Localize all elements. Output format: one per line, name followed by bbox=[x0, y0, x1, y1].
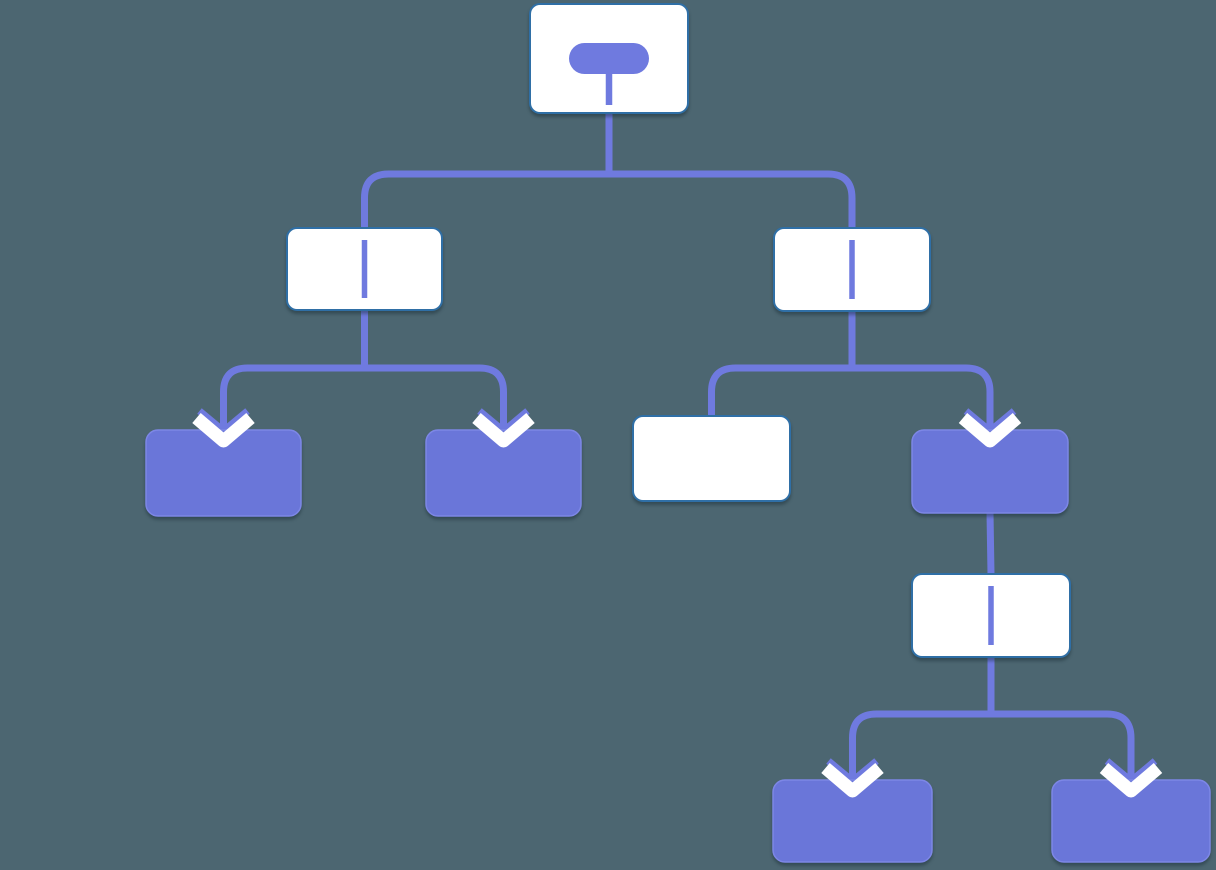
edge-node-right-purple-branch-bottom bbox=[986, 512, 995, 575]
tree-node-branch-bottom[interactable] bbox=[911, 573, 1071, 658]
node-body[interactable] bbox=[425, 429, 582, 517]
edge-branch-left-leaf-left-1 bbox=[220, 364, 365, 432]
arrow-chevron-white-icon bbox=[958, 413, 1022, 448]
divider-line-icon bbox=[988, 586, 994, 645]
tree-node-branch-left[interactable] bbox=[286, 227, 443, 311]
edge-branch-bottom-leaf-bottom-1 bbox=[849, 710, 991, 782]
edge-branch-bottom-leaf-bottom-2 bbox=[991, 710, 1135, 782]
node-body[interactable] bbox=[1051, 779, 1211, 863]
divider-line-icon bbox=[849, 240, 855, 299]
tree-node-leaf-left-2[interactable] bbox=[425, 429, 582, 517]
arrow-chevron-white-icon bbox=[821, 763, 884, 798]
tree-node-leaf-right-white[interactable] bbox=[632, 415, 791, 502]
root-pill-icon bbox=[569, 43, 649, 74]
node-body[interactable] bbox=[911, 429, 1069, 514]
node-body[interactable] bbox=[145, 429, 302, 517]
divider-line-icon bbox=[361, 240, 368, 298]
arrow-chevron-white-icon bbox=[192, 413, 255, 448]
tree-nodes bbox=[145, 3, 1211, 863]
edge-root-branch-right bbox=[609, 170, 856, 229]
node-body[interactable] bbox=[772, 779, 933, 863]
node-body[interactable] bbox=[632, 415, 791, 502]
arrow-chevron-white-icon bbox=[1099, 763, 1163, 798]
root-pill-stem-icon bbox=[605, 72, 613, 105]
tree-node-leaf-bottom-1[interactable] bbox=[772, 779, 933, 863]
edge-branch-right-node-right-purple bbox=[852, 364, 994, 432]
arrow-chevron-white-icon bbox=[472, 413, 535, 448]
edge-root-branch-left bbox=[361, 170, 609, 229]
tree-node-branch-right[interactable] bbox=[773, 227, 931, 312]
arrowheads-white bbox=[192, 413, 1163, 798]
tree-node-leaf-bottom-2[interactable] bbox=[1051, 779, 1211, 863]
tree-node-node-right-purple[interactable] bbox=[911, 429, 1069, 514]
edge-branch-right-leaf-right-white bbox=[708, 364, 852, 417]
edge-branch-left-leaf-left-2 bbox=[364, 364, 507, 432]
tree-node-leaf-left-1[interactable] bbox=[145, 429, 302, 517]
connectors bbox=[220, 113, 1135, 782]
tree-node-root[interactable] bbox=[529, 3, 689, 114]
